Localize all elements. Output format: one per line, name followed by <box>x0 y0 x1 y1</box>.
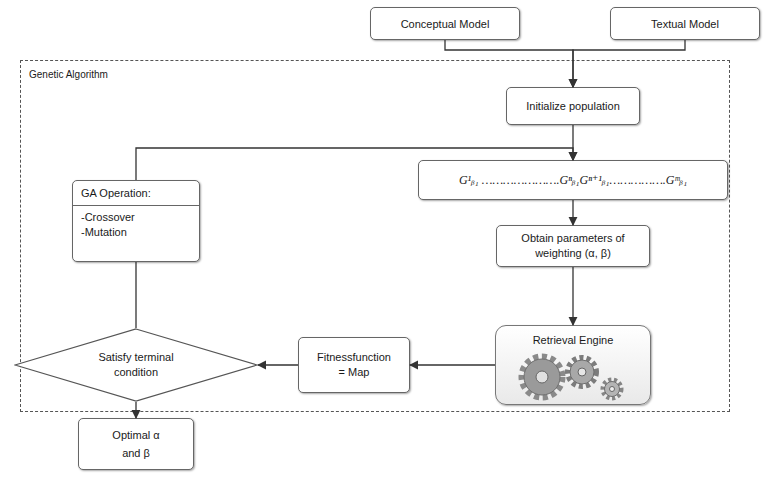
node-text: Conceptual Model <box>401 18 490 30</box>
input-model-box: Textual Model <box>610 7 760 40</box>
flow-connector <box>572 125 573 160</box>
node-text: Obtain parameters of weighting (α, β) <box>508 231 638 261</box>
gear-illustration <box>522 357 621 398</box>
decision-diamond: Satisfy terminal condition <box>14 328 258 402</box>
node-text: G¹ᵦ₁ ………………….Gⁿᵦ₁Gⁿ⁺¹ᵦ₁…………….Gᵐᵦ₁ <box>459 173 687 188</box>
node-text: Satisfy terminal condition <box>81 350 191 380</box>
node-text: Textual Model <box>651 18 719 30</box>
gear-body <box>524 359 560 395</box>
gear-teeth <box>522 357 562 397</box>
node-text: GA Operation: <box>73 181 199 206</box>
input-model-box: Conceptual Model <box>370 7 520 40</box>
node-text: Optimal α and β <box>106 426 166 462</box>
diamond-outline <box>14 328 258 402</box>
flow-connector <box>258 364 298 365</box>
node-text: -Mutation <box>73 225 199 240</box>
process-box: Initialize population <box>506 87 640 125</box>
flow-connector <box>135 402 136 418</box>
population-box: G¹ᵦ₁ ………………….Gⁿᵦ₁Gⁿ⁺¹ᵦ₁…………….Gᵐᵦ₁ <box>418 160 728 200</box>
node-text: Genetic Algorithm <box>29 69 108 80</box>
gear-teeth <box>568 358 596 386</box>
result-box: Optimal α and β <box>78 418 194 470</box>
gear-hub <box>536 371 548 383</box>
diamond-shape <box>15 329 257 401</box>
gear-hub <box>610 387 615 392</box>
flow-connector <box>135 262 136 328</box>
flow-connector <box>572 200 573 225</box>
process-box: Obtain parameters of weighting (α, β) <box>496 225 650 267</box>
node-text: Initialize population <box>526 100 620 112</box>
algorithm-frame: Genetic AlgorithmInitialize populationG¹… <box>20 60 730 412</box>
flow-connector <box>136 148 573 180</box>
flow-connector <box>572 267 573 325</box>
flow-connector <box>410 364 495 365</box>
node-text: Fitnessfunction = Map <box>316 350 392 380</box>
node-text: Retrieval Engine <box>533 334 614 346</box>
gear-body <box>605 382 620 397</box>
engine-box: Retrieval Engine <box>495 325 651 405</box>
gear-hub <box>578 368 586 376</box>
gear-body <box>570 360 594 384</box>
flow-connector <box>573 40 685 87</box>
gear-teeth <box>603 380 621 398</box>
process-box: Fitnessfunction = Map <box>298 337 410 393</box>
node-text: -Crossover <box>73 210 199 225</box>
flow-connector <box>445 40 573 87</box>
operation-box: GA Operation: -Crossover-Mutation <box>72 180 200 262</box>
